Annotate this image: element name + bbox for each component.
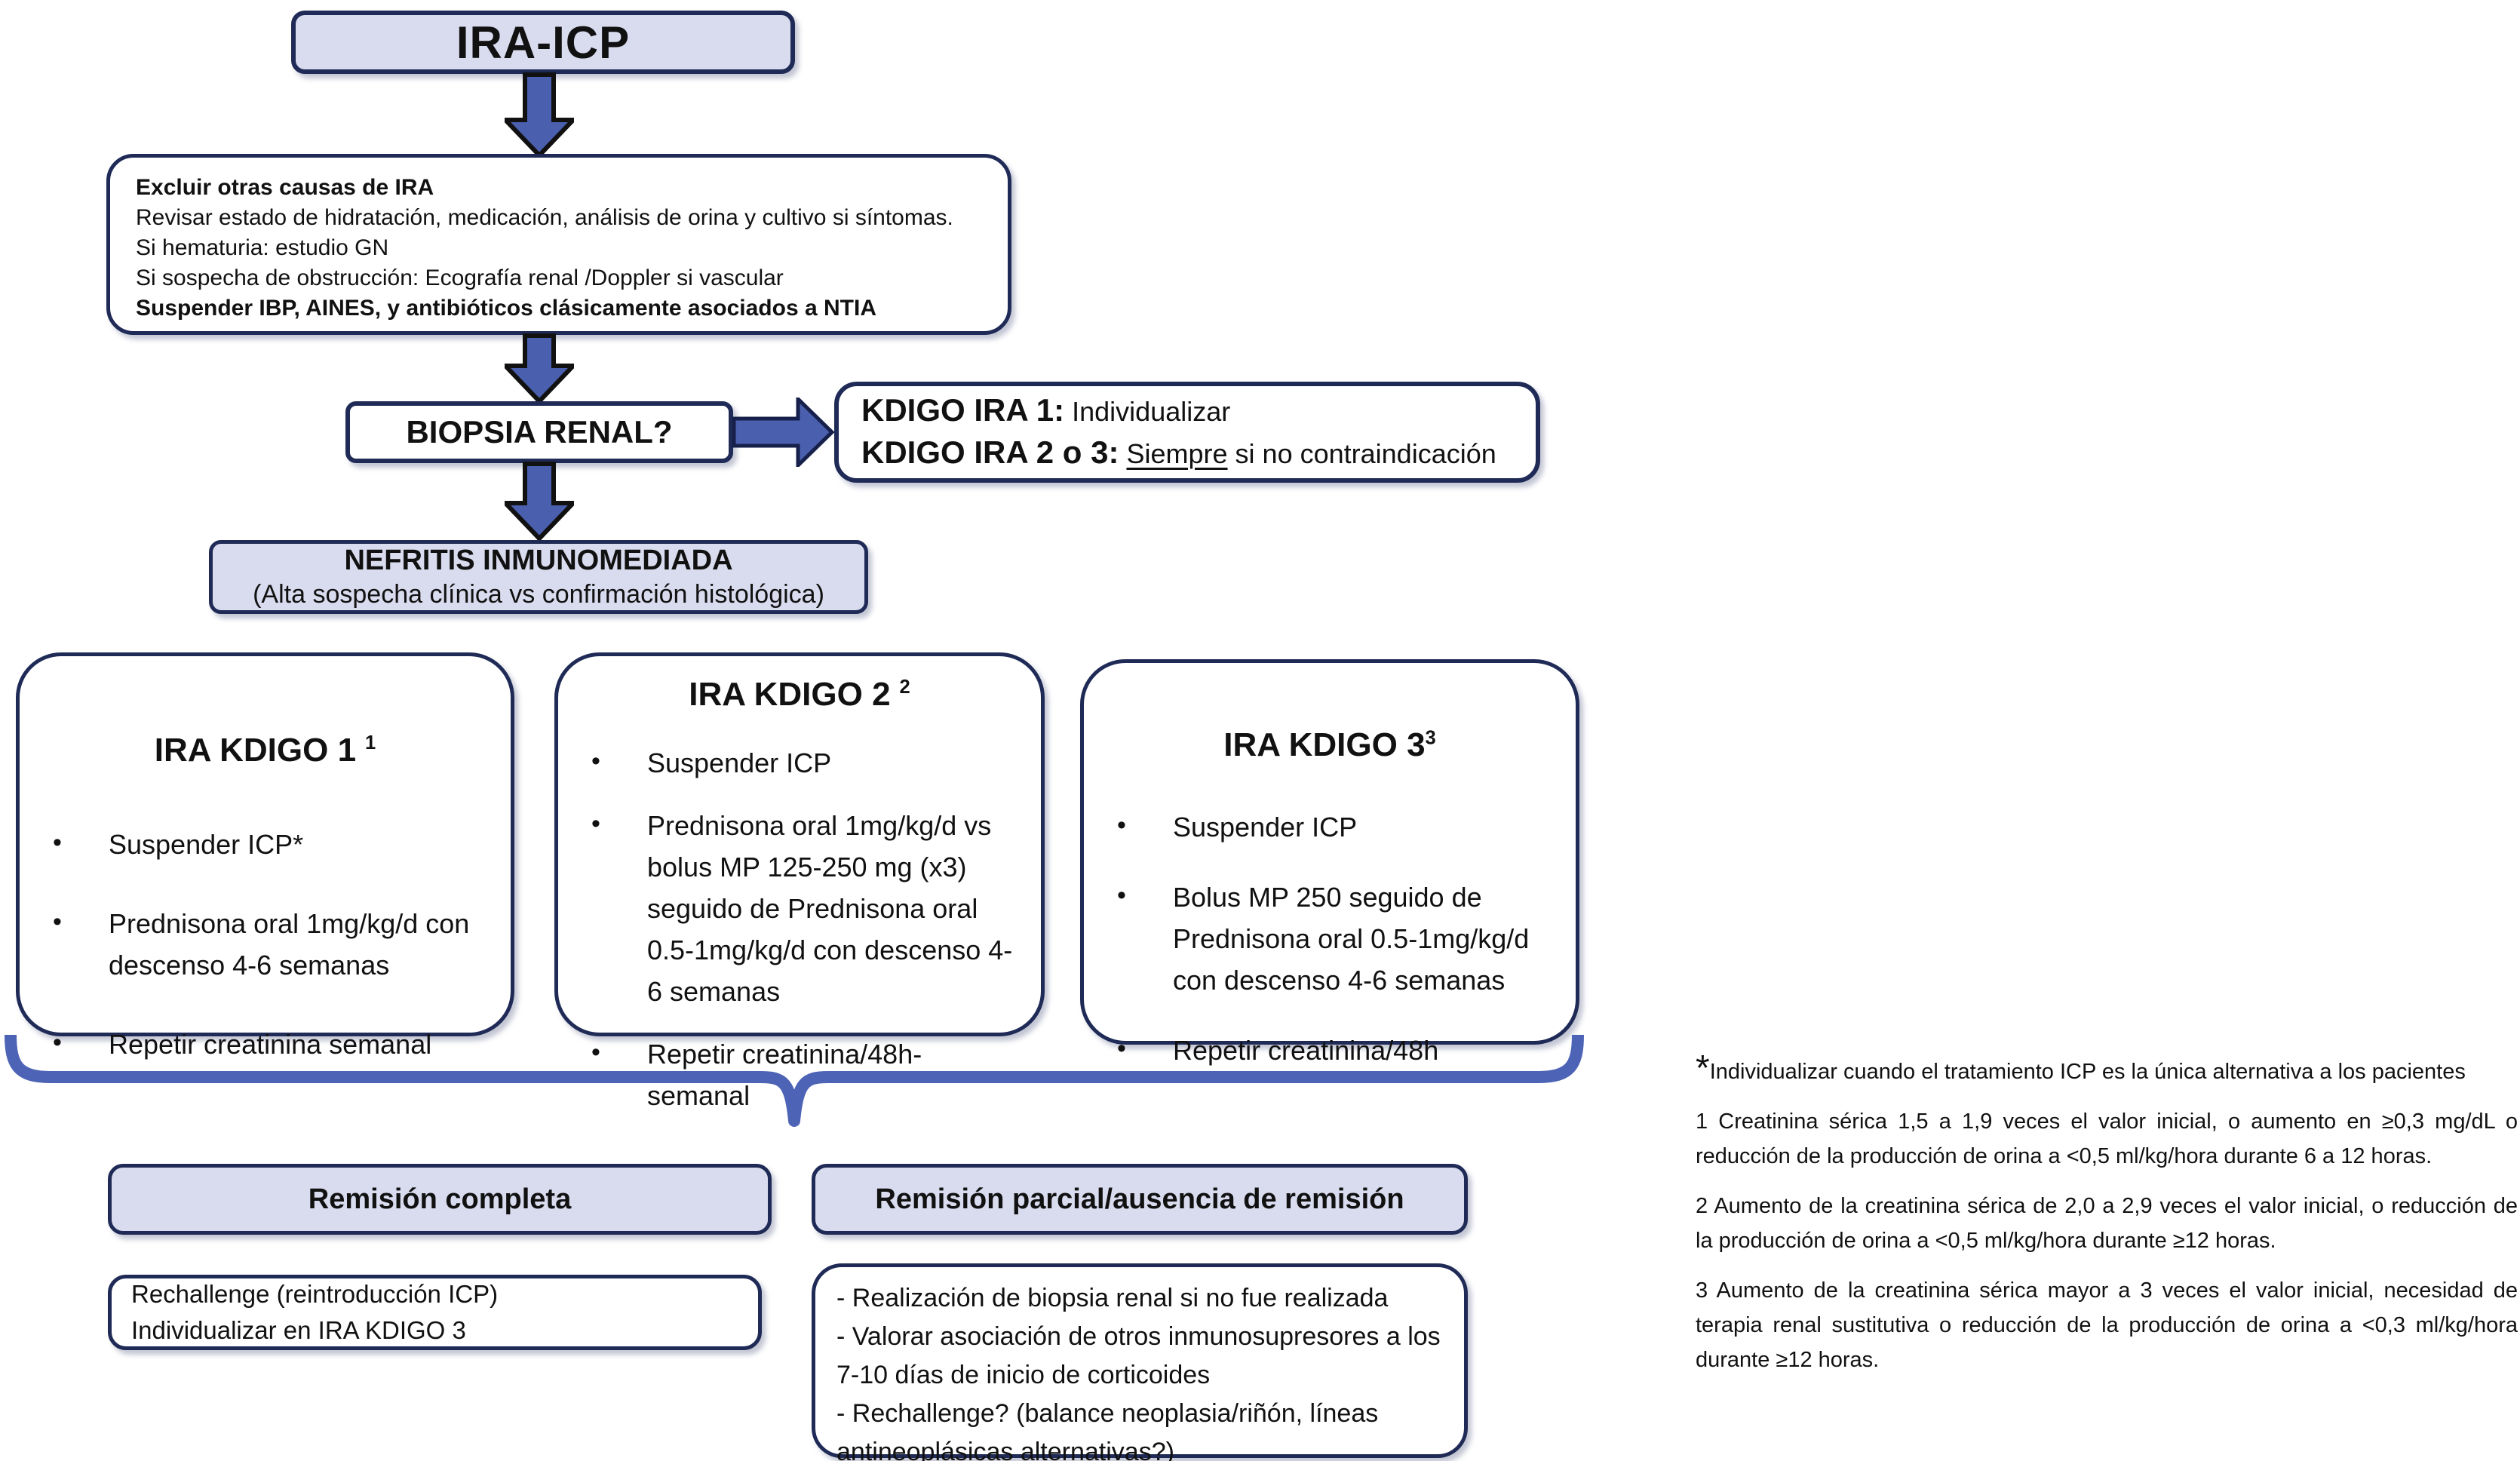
down-arrow-icon [505,333,574,403]
rc-action-line-1: Rechallenge (reintroducción ICP) [131,1280,499,1308]
kdigo3-bullet-list: • Suspender ICP • Bolus MP 250 seguido de … [1084,806,1576,1071]
kdigo2-title: IRA KDIGO 2 2 [558,656,1041,714]
kdigo2-title-text: IRA KDIGO 2 [689,676,891,713]
kdigo3-bullet-3: Repetir creatinina/48h [1173,1035,1439,1066]
kdigo3-title-text: IRA KDIGO 3 [1223,726,1426,763]
kdigo2-treatment-box: IRA KDIGO 2 2 • Suspender ICP • Prednisona … [554,652,1045,1111]
remission-complete-title: Remisión completa [308,1183,572,1215]
kdigo23-label: KDIGO IRA 2 o 3: [861,434,1119,470]
kdigo2-bullet-2: Prednisona oral 1mg/kg/d vs bolus MP 125… [647,810,1013,1007]
kdigo2-bullet-1: Suspender ICP [647,747,832,778]
rp-action-line-2: - Valorar asociación de otros inmunosupr… [836,1322,1441,1389]
list-item: • Prednisona oral 1mg/kg/d vs bolus MP 12… [558,805,1015,1012]
bullet-icon: • [53,828,62,857]
footnote-1: 1 Creatinina sérica 1,5 a 1,9 veces el v… [1696,1110,2518,1168]
kdigo23-underlined-word: Siempre [1126,438,1228,469]
exclusion-line-3: Si hematuria: estudio GN [136,235,389,260]
kdigo23-text: si no contraindicación [1227,438,1496,469]
asterisk-icon: * [1696,1048,1710,1088]
kdigo1-title-text: IRA KDIGO 1 [154,732,357,769]
remission-partial-title: Remisión parcial/ausencia de remisión [875,1183,1404,1215]
kdigo3-title-sup: 3 [1425,727,1436,749]
nephritis-box: NEFRITIS INMUNOMEDIADA (Alta sospecha cl… [209,540,868,614]
footnotes-block: *Individualizar cuando el tratamiento IC… [1696,1051,2518,1392]
kdigo-indication-line-1: KDIGO IRA 1:Individualizar [861,390,1513,432]
root-node-box: IRA-ICP [291,11,795,74]
rp-action-line-1: - Realización de biopsia renal si no fue… [836,1284,1389,1312]
nephritis-title: NEFRITIS INMUNOMEDIADA [344,545,733,576]
remission-partial-actions-box: - Realización de biopsia renal si no fue… [812,1263,1468,1461]
biopsy-decision-box: BIOPSIA RENAL? [345,401,733,463]
kdigo1-bullet-3: Repetir creatinina semanal [109,1029,432,1060]
brace-icon [5,1034,1584,1127]
exclusion-line-1: Excluir otras causas de IRA [136,175,434,200]
root-node-title: IRA-ICP [456,17,631,68]
bullet-icon: • [591,1038,600,1067]
kdigo3-bullet-1: Suspender ICP [1173,812,1358,843]
bullet-icon: • [1117,1034,1126,1063]
list-item: • Prednisona oral 1mg/kg/d con descenso 4… [20,903,485,986]
kdigo1-treatment-box: IRA KDIGO 1 1 • Suspender ICP* • Prednisona… [16,652,514,1060]
footnote-star-text: Individualizar cuando el tratamiento ICP… [1709,1060,2466,1084]
kdigo1-label: KDIGO IRA 1: [861,392,1065,428]
bullet-icon: • [53,1028,62,1057]
list-item: • Repetir creatinina/48h-semanal [558,1033,1015,1116]
exclusion-line-5: Suspender IBP, AINES, y antibióticos clá… [136,296,876,321]
bullet-icon: • [1117,881,1126,910]
down-arrow-icon [505,462,574,540]
kdigo2-title-sup: 2 [899,677,910,698]
kdigo1-title: IRA KDIGO 1 1 [20,656,511,769]
footnote-3: 3 Aumento de la creatinina sérica mayor … [1696,1278,2518,1372]
exclusion-criteria-box: Excluir otras causas de IRA Revisar esta… [106,154,1011,335]
kdigo1-bullet-2: Prednisona oral 1mg/kg/d con descenso 4-… [109,908,470,981]
list-item: • Repetir creatinina/48h [1084,1030,1550,1071]
list-item: • Suspender ICP [558,742,1015,784]
down-arrow-icon [505,72,574,157]
rc-action-line-2: Individualizar en IRA KDIGO 3 [131,1316,466,1344]
exclusion-line-2: Revisar estado de hidratación, medicació… [136,205,953,230]
kdigo1-bullet-list: • Suspender ICP* • Prednisona oral 1mg/kg/… [20,824,511,1065]
right-arrow-icon [732,397,834,467]
bullet-icon: • [1117,811,1126,839]
remission-partial-box: Remisión parcial/ausencia de remisión [812,1164,1468,1235]
remission-complete-actions-box: Rechallenge (reintroducción ICP) Individ… [108,1275,762,1350]
remission-complete-box: Remisión completa [108,1164,772,1235]
rp-action-line-3: - Rechallenge? (balance neoplasia/riñón,… [836,1399,1379,1461]
kdigo1-title-sup: 1 [365,732,376,754]
list-item: • Suspender ICP* [20,824,485,865]
kdigo-indication-box: KDIGO IRA 1:Individualizar KDIGO IRA 2 o… [834,382,1540,483]
kdigo1-text: Individualizar [1072,396,1231,427]
kdigo3-bullet-2: Bolus MP 250 seguido de Prednisona oral … [1173,882,1530,996]
biopsy-decision-label: BIOPSIA RENAL? [406,414,673,450]
bullet-icon: • [591,809,600,838]
list-item: • Bolus MP 250 seguido de Prednisona oral… [1084,876,1550,1001]
footnote-2: 2 Aumento de la creatinina sérica de 2,0… [1696,1194,2518,1253]
kdigo1-bullet-1: Suspender ICP* [109,829,304,860]
list-item: • Suspender ICP [1084,806,1550,848]
kdigo2-bullet-list: • Suspender ICP • Prednisona oral 1mg/kg/d… [558,742,1041,1116]
kdigo2-bullet-3: Repetir creatinina/48h-semanal [647,1039,922,1111]
footnote-star: *Individualizar cuando el tratamiento IC… [1696,1051,2518,1089]
kdigo-indication-line-2: KDIGO IRA 2 o 3:Siempre si no contraindi… [861,432,1513,474]
nephritis-subtitle: (Alta sospecha clínica vs confirmación h… [253,580,824,609]
bullet-icon: • [53,907,62,936]
list-item: • Repetir creatinina semanal [20,1024,485,1065]
exclusion-line-4: Si sospecha de obstrucción: Ecografía re… [136,265,784,290]
kdigo3-title: IRA KDIGO 33 [1084,663,1576,764]
bullet-icon: • [591,747,600,775]
kdigo3-treatment-box: IRA KDIGO 33 • Suspender ICP • Bolus MP 25… [1080,659,1579,1066]
